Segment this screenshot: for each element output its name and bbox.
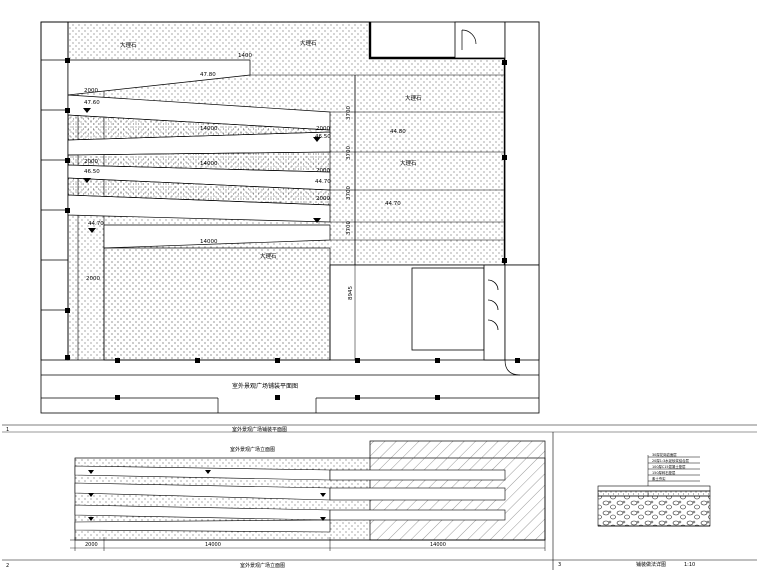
dim-left-2: 2000 bbox=[84, 159, 98, 165]
wedge-bands bbox=[67, 114, 331, 206]
level-markers bbox=[83, 108, 321, 233]
column-markers bbox=[65, 58, 520, 400]
note-3: 大理石 bbox=[405, 94, 422, 102]
lower-building bbox=[329, 264, 540, 361]
elevation-title-bar: 室外景观广场立面图 bbox=[240, 562, 285, 569]
section-detail: 30厚花岗岩面层 20厚1:3水泥砂浆结合层 100厚C15混凝土垫层 150厚… bbox=[552, 432, 711, 570]
elevation-caption: 室外景观广场立面图 bbox=[230, 446, 275, 453]
note-2: 大理石 bbox=[300, 39, 317, 47]
dim-inner-1: 2000 bbox=[316, 126, 330, 132]
spot-level-6: 44.80 bbox=[390, 129, 406, 135]
layer-3: 100厚C15混凝土垫层 bbox=[652, 464, 686, 469]
dim-inner-5: 14000 bbox=[200, 126, 218, 132]
dim-left-1: 2000 bbox=[84, 88, 98, 94]
dim-right-4: 3700 bbox=[346, 221, 352, 235]
dim-inner-6: 14000 bbox=[200, 161, 218, 167]
note-1: 大理石 bbox=[120, 41, 137, 49]
note-5: 大理石 bbox=[260, 252, 277, 260]
left-columns bbox=[40, 21, 69, 361]
detail-tag-1: 1 bbox=[6, 427, 9, 433]
dim-inner-4: 1400 bbox=[238, 53, 252, 59]
layer-5: 素土夯实 bbox=[652, 476, 666, 481]
spot-level-1: 47.60 bbox=[84, 100, 100, 106]
main-plan: 2000 2000 2000 2000 2000 2000 1400 14000… bbox=[40, 21, 540, 414]
spot-level-7: 44.70 bbox=[385, 201, 401, 207]
detail-tag-2: 2 bbox=[6, 563, 9, 569]
layer-4: 150厚碎石垫层 bbox=[652, 470, 676, 475]
dim-left-3: 2000 bbox=[86, 276, 100, 282]
building-wall bbox=[368, 21, 540, 266]
elevation-drawing: 2000 14000 14000 室外景观广场立面图 bbox=[70, 440, 546, 551]
dim-inner-7: 14000 bbox=[200, 239, 218, 245]
layer-1: 30厚花岗岩面层 bbox=[652, 452, 677, 457]
elev-dim-1: 2000 bbox=[85, 542, 98, 548]
spot-level-8: 44.70 bbox=[88, 221, 104, 227]
section-scale: 1:10 bbox=[684, 562, 695, 568]
layer-2: 20厚1:3水泥砂浆结合层 bbox=[652, 458, 690, 463]
plan-caption: 室外景观广场铺装平面图 bbox=[232, 382, 298, 390]
spot-level-3: 46.50 bbox=[84, 169, 100, 175]
dim-inner-2: 2000 bbox=[316, 196, 330, 202]
section-caption: 铺装做法详图 bbox=[636, 561, 666, 568]
spot-level-4: 46.50 bbox=[315, 134, 331, 140]
detail-tag-3: 3 bbox=[558, 562, 561, 568]
dim-right-3: 3700 bbox=[346, 186, 352, 200]
road-strip bbox=[41, 359, 539, 413]
elev-dim-2: 14000 bbox=[205, 542, 221, 548]
dim-right-2: 3700 bbox=[346, 146, 352, 160]
dim-center-vertical: 8945 bbox=[348, 286, 354, 300]
spot-level-5: 44.70 bbox=[315, 179, 331, 185]
note-4: 大理石 bbox=[400, 159, 417, 167]
elev-dim-3: 14000 bbox=[430, 542, 446, 548]
door-icon bbox=[461, 29, 477, 50]
dim-right-1: 3700 bbox=[346, 106, 352, 120]
spot-level-2: 47.80 bbox=[200, 72, 216, 78]
dim-inner-3: 2000 bbox=[316, 168, 330, 174]
plan-title-bar: 室外景观广场铺装平面图 bbox=[232, 426, 287, 433]
